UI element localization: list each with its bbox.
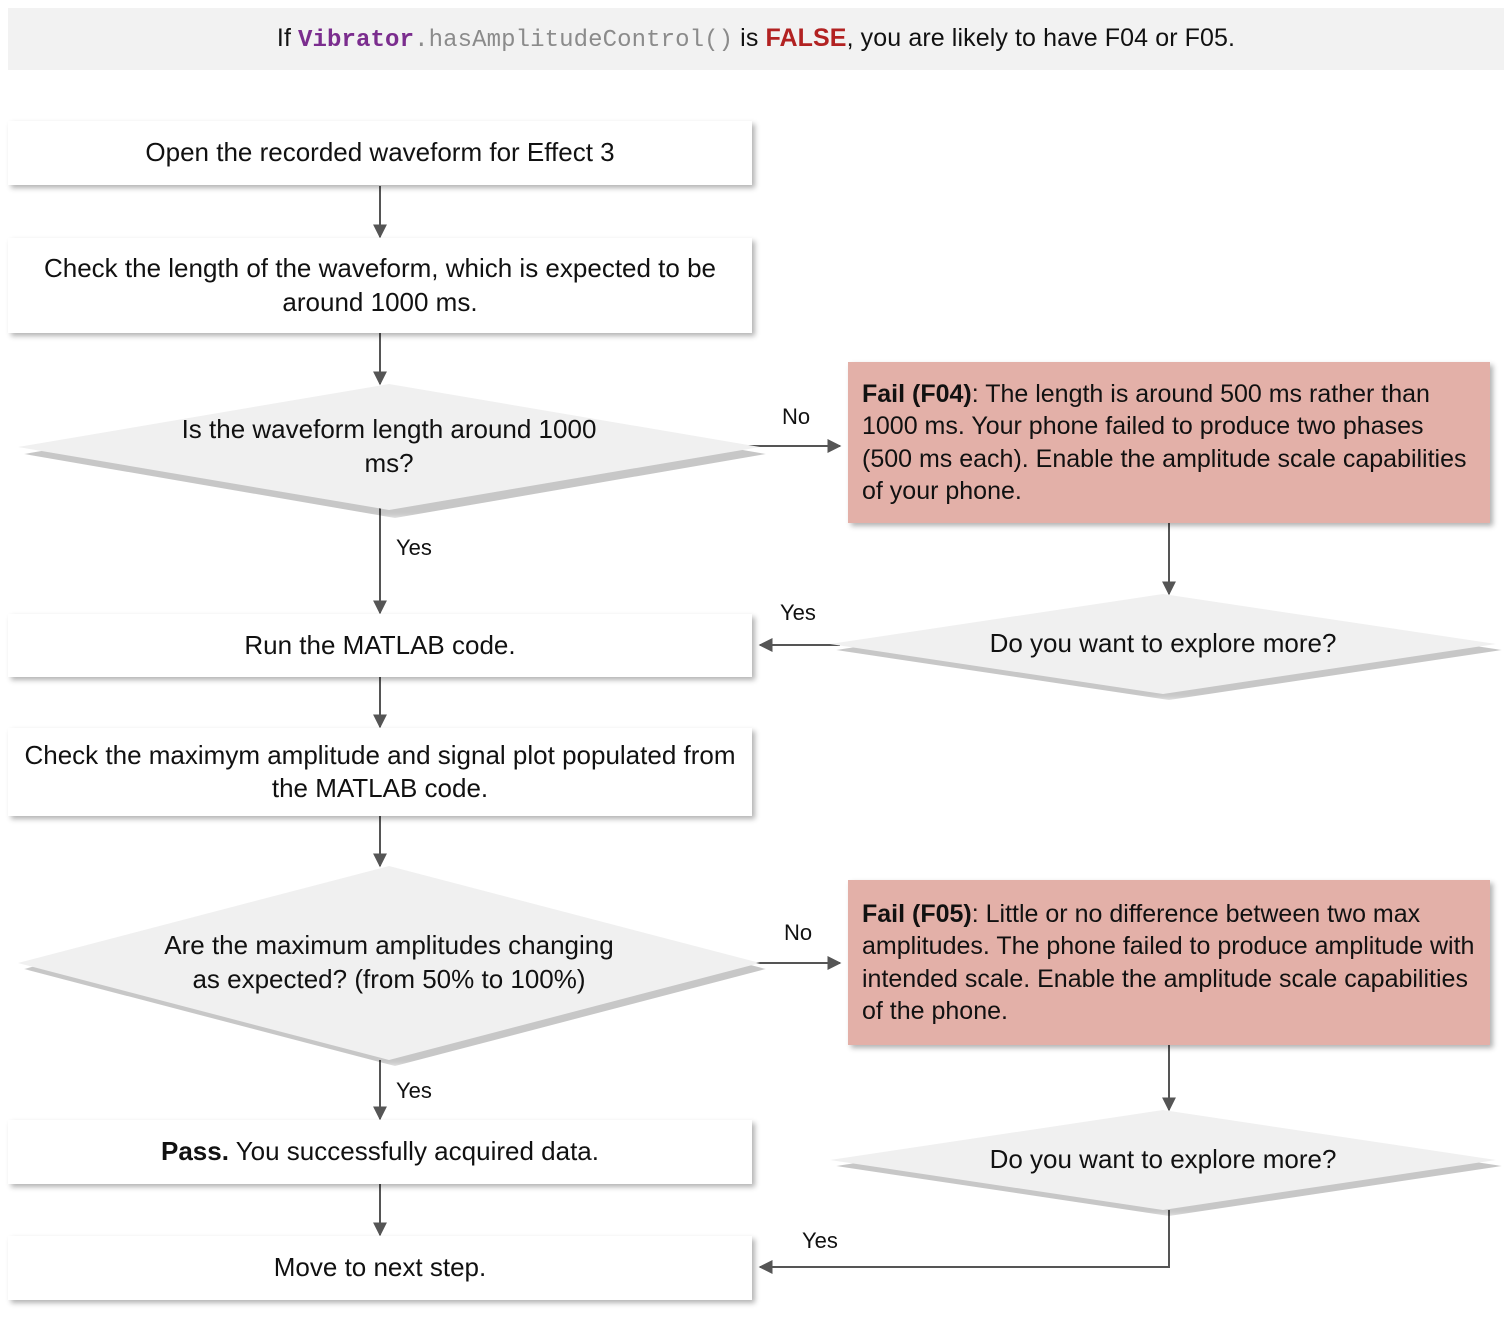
node-fail-f04-label: Fail (F04): The length is around 500 ms … xyxy=(862,378,1476,508)
node-pass-bold: Pass. xyxy=(161,1136,229,1167)
node-fail-f05-label: Fail (F05): Little or no difference betw… xyxy=(862,898,1476,1028)
node-move-next-label: Move to next step. xyxy=(273,1252,487,1283)
node-check-amplitude[interactable]: Check the maximym amplitude and signal p… xyxy=(8,728,752,816)
header-method-name: .hasAmplitudeControl() xyxy=(414,26,734,54)
node-explore-more-bottom-label: Do you want to explore more? xyxy=(989,1144,1337,1175)
node-pass-text: You successfully acquired data. xyxy=(228,1136,599,1167)
node-run-matlab-label: Run the MATLAB code. xyxy=(244,629,516,660)
node-decision-waveform-length[interactable]: Is the waveform length around 1000 ms? xyxy=(18,384,760,510)
header-false-token: FALSE xyxy=(765,23,847,52)
node-fail-f05-bold: Fail (F05) xyxy=(862,899,972,928)
header-suffix: , you are likely to have F04 or F05. xyxy=(846,23,1236,52)
edge-label-yes-explore-top: Yes xyxy=(780,600,816,625)
node-open-waveform-label: Open the recorded waveform for Effect 3 xyxy=(145,137,615,168)
edge-label-no-length: No xyxy=(782,404,811,429)
node-check-amplitude-label: Check the maximym amplitude and signal p… xyxy=(24,739,736,803)
node-pass[interactable]: Pass. You successfully acquired data. xyxy=(8,1120,752,1184)
node-fail-f05-text: : Little or no difference between two ma… xyxy=(862,899,1475,1026)
edge-label-no-amplitude: No xyxy=(784,920,813,945)
node-run-matlab[interactable]: Run the MATLAB code. xyxy=(8,614,752,677)
node-decision-max-amplitudes-label: Are the maximum amplitudes changing as e… xyxy=(164,930,614,994)
node-check-length[interactable]: Check the length of the waveform, which … xyxy=(8,238,752,333)
node-move-next[interactable]: Move to next step. xyxy=(8,1236,752,1300)
node-pass-label: Pass. You successfully acquired data. xyxy=(161,1135,599,1168)
node-fail-f05[interactable]: Fail (F05): Little or no difference betw… xyxy=(848,880,1490,1045)
node-explore-more-top-label: Do you want to explore more? xyxy=(989,628,1337,659)
node-open-waveform[interactable]: Open the recorded waveform for Effect 3 xyxy=(8,121,752,185)
header-banner: If Vibrator.hasAmplitudeControl() is FAL… xyxy=(8,8,1504,70)
edge-label-yes-amplitude: Yes xyxy=(396,1078,432,1103)
node-decision-waveform-length-label: Is the waveform length around 1000 ms? xyxy=(181,414,597,478)
header-prefix: If xyxy=(276,23,299,52)
edge-label-yes-explore-bottom: Yes xyxy=(802,1228,838,1253)
node-fail-f04-text: : The length is around 500 ms rather tha… xyxy=(862,379,1467,506)
node-decision-max-amplitudes[interactable]: Are the maximum amplitudes changing as e… xyxy=(18,866,760,1060)
edge-label-yes-length: Yes xyxy=(396,535,432,560)
node-explore-more-top[interactable]: Do you want to explore more? xyxy=(830,594,1496,694)
node-fail-f04-bold: Fail (F04) xyxy=(862,379,972,408)
node-check-length-label: Check the length of the waveform, which … xyxy=(43,253,717,317)
header-text: If Vibrator.hasAmplitudeControl() is FAL… xyxy=(277,23,1235,56)
node-explore-more-bottom[interactable]: Do you want to explore more? xyxy=(830,1110,1496,1210)
header-middle: is xyxy=(733,23,766,52)
header-class-name: Vibrator xyxy=(298,26,415,54)
node-fail-f04[interactable]: Fail (F04): The length is around 500 ms … xyxy=(848,362,1490,523)
